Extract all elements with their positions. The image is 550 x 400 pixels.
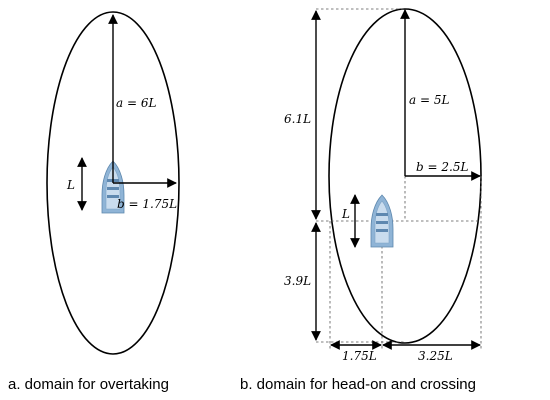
- semi-major-label-b: a = 5L: [409, 93, 449, 107]
- caption-b-text: domain for head-on and crossing: [253, 376, 476, 393]
- front-extent-label: 6.1L: [284, 112, 311, 126]
- domain-ellipse-a: [46, 11, 180, 355]
- ship-length-label-b: L: [341, 207, 350, 221]
- semi-major-label-a: a = 6L: [116, 96, 156, 110]
- ship-icon: [370, 194, 394, 248]
- semi-minor-label-a: b = 1.75L: [117, 197, 177, 211]
- caption-b-letter: b.: [240, 376, 253, 393]
- panel-b: 6.1L 3.9L a = 5L b = 2.5L L 1.75L 3.25L …: [240, 8, 482, 393]
- ship-length-label-a: L: [66, 178, 75, 192]
- right-extent-label: 3.25L: [418, 349, 453, 363]
- caption-b: b. domain for head-on and crossing: [240, 376, 476, 393]
- caption-a-letter: a.: [8, 376, 21, 393]
- panel-a: a = 6L b = 1.75L L a. domain for overtak…: [8, 11, 180, 393]
- caption-a-text: domain for overtaking: [21, 376, 169, 393]
- semi-minor-label-b: b = 2.5L: [416, 160, 468, 174]
- caption-a: a. domain for overtaking: [8, 376, 169, 393]
- rear-extent-label: 3.9L: [284, 274, 311, 288]
- left-extent-label: 1.75L: [342, 349, 377, 363]
